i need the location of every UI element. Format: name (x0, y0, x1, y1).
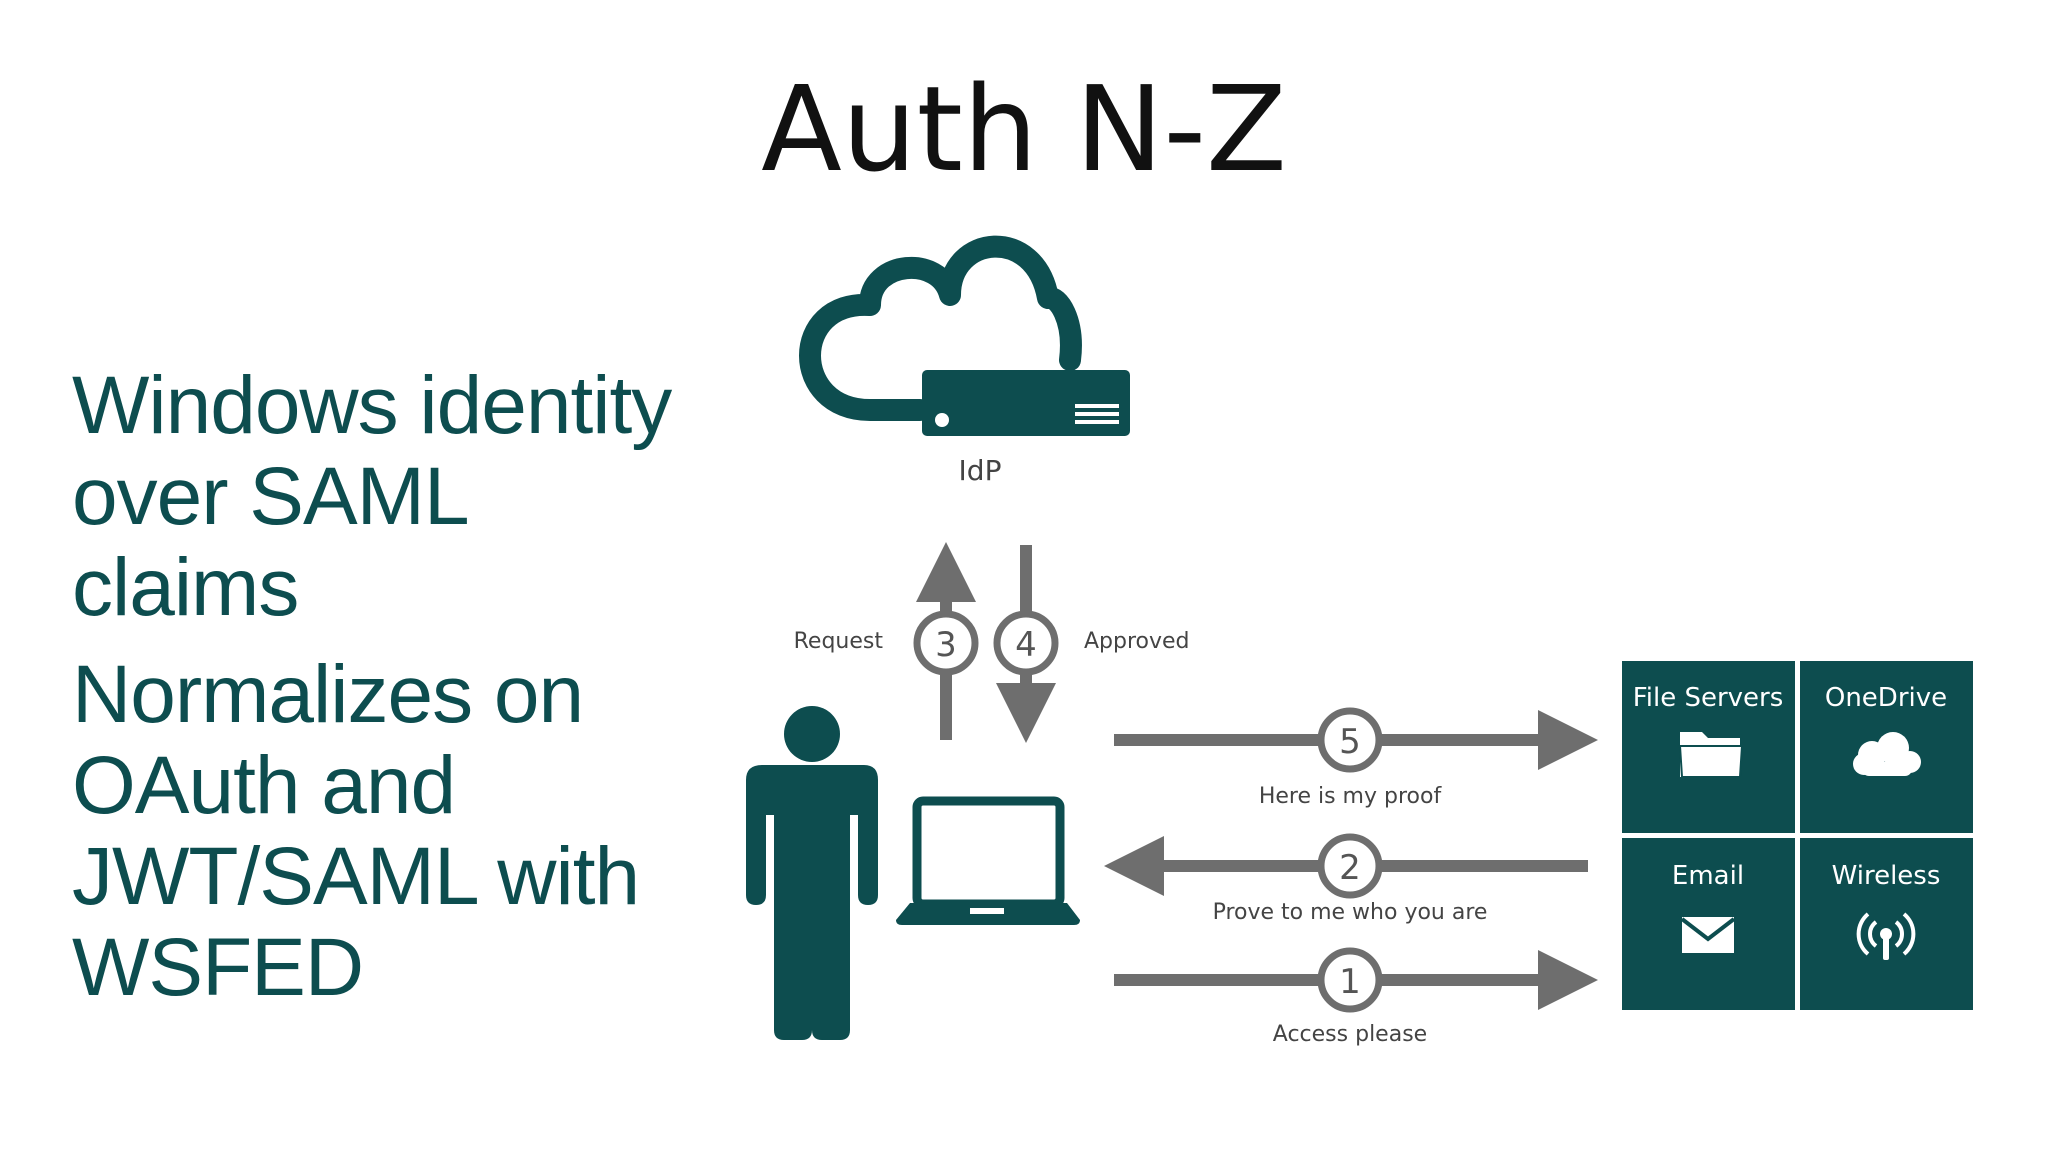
step-2-badge: 2 (1317, 833, 1383, 899)
bullet-normalizes-oauth: Normalizes on OAuth and JWT/SAML with WS… (72, 649, 640, 1013)
step-1-badge: 1 (1317, 947, 1383, 1013)
bullet-windows-identity: Windows identity over SAML claims (72, 360, 672, 633)
step-2-label: Prove to me who you are (1213, 900, 1488, 925)
svg-text:Wireless: Wireless (1832, 861, 1941, 891)
folder-icon (1678, 732, 1744, 778)
tile-wireless: Wireless (1800, 838, 1973, 1010)
onedrive-cloud-icon (1853, 732, 1921, 776)
cloud-server-icon (799, 235, 1130, 436)
envelope-icon (1680, 917, 1736, 953)
svg-text:4: 4 (1015, 625, 1037, 665)
bullet-list: Windows identity over SAML claims Normal… (72, 360, 712, 1013)
approved-label: Approved (1084, 629, 1190, 654)
request-label: Request (794, 629, 884, 654)
tile-file-servers: File Servers (1622, 661, 1795, 833)
svg-text:File Servers: File Servers (1633, 683, 1784, 713)
svg-text:5: 5 (1339, 722, 1361, 762)
svg-text:2: 2 (1339, 848, 1361, 888)
user-icon (746, 706, 878, 1040)
svg-text:3: 3 (935, 625, 957, 665)
step-3-badge: 3 (913, 610, 979, 676)
slide-title: Auth N-Z (761, 60, 1287, 198)
step-4-badge: 4 (993, 610, 1059, 676)
step-5-badge: 5 (1317, 707, 1383, 773)
step-5-label: Here is my proof (1259, 784, 1443, 809)
tile-email: Email (1622, 838, 1795, 1010)
idp-label: IdP (959, 454, 1002, 487)
step-1-label: Access please (1273, 1022, 1427, 1047)
laptop-icon (896, 796, 1080, 925)
svg-text:OneDrive: OneDrive (1825, 683, 1947, 713)
wireless-signal-icon (1856, 912, 1916, 960)
svg-text:Email: Email (1672, 861, 1744, 891)
tile-onedrive: OneDrive (1800, 661, 1973, 833)
svg-text:1: 1 (1339, 962, 1361, 1002)
